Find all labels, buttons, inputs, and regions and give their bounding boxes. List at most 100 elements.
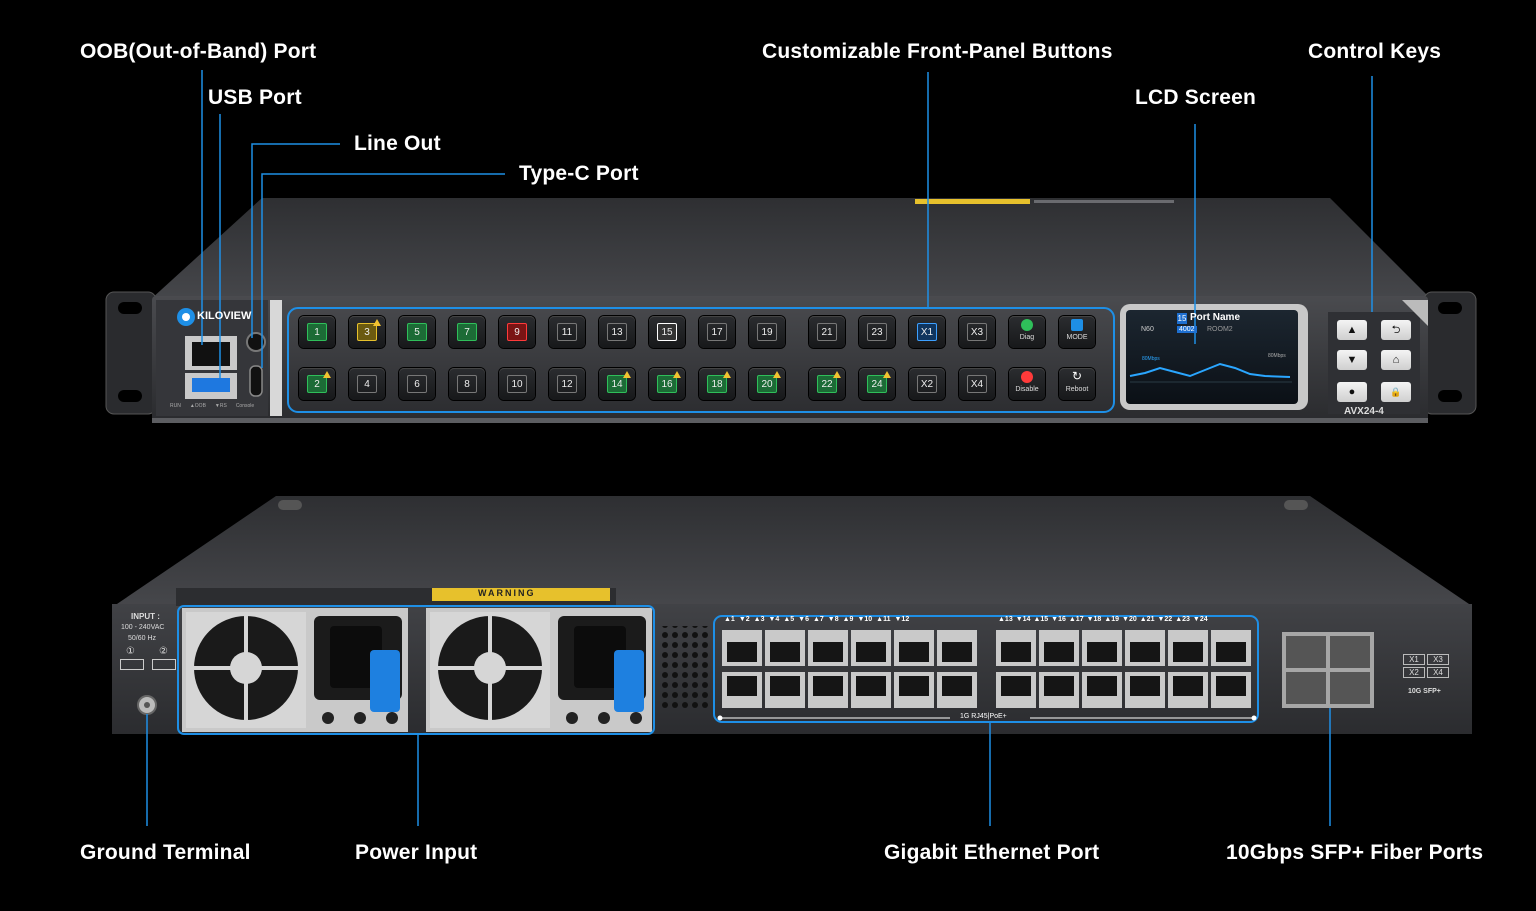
port-number-label: ▼8 — [827, 616, 839, 623]
vent-grille — [660, 626, 710, 712]
rj45-port-bank — [722, 630, 1251, 708]
port-button-21[interactable]: 21 — [809, 316, 845, 348]
port-button-9[interactable]: 9 — [499, 316, 535, 348]
port-button-24[interactable]: 24 — [859, 368, 895, 400]
callout-sfp-ports: 10Gbps SFP+ Fiber Ports — [1226, 841, 1484, 864]
port-labels-right: ▲13▼14▲15▼16▲17▼18▲19▼20▲21▼22▲23▼24 — [998, 616, 1208, 623]
port-button-x2[interactable]: X2 — [909, 368, 945, 400]
callout-ground-terminal: Ground Terminal — [80, 841, 251, 864]
port-button-8[interactable]: 8 — [449, 368, 485, 400]
down-key[interactable]: ▼ — [1337, 350, 1367, 370]
port-button-16[interactable]: 16 — [649, 368, 685, 400]
rj45-socket — [1044, 642, 1074, 662]
power-input-outline — [177, 605, 655, 735]
port-button-15[interactable]: 15 — [649, 316, 685, 348]
rj45-socket — [1130, 642, 1160, 662]
button-group-outline — [287, 307, 1115, 413]
back-key[interactable]: ⮌ — [1381, 320, 1411, 340]
warning-icon — [373, 319, 381, 326]
port-button-6[interactable]: 6 — [399, 368, 435, 400]
port-number-label: ▲19 — [1104, 616, 1120, 623]
port-button-19[interactable]: 19 — [749, 316, 785, 348]
reboot-icon: ↻ — [1071, 369, 1083, 383]
home-key[interactable]: ⌂ — [1381, 350, 1411, 370]
lcd-port-name: Port Name — [1190, 312, 1241, 323]
reboot-button[interactable]: ↻ Reboot — [1059, 368, 1095, 400]
up-key[interactable]: ▲ — [1337, 320, 1367, 340]
callout-oob-port: OOB(Out-of-Band) Port — [80, 40, 317, 63]
lcd-device: N60 — [1141, 326, 1154, 333]
port-button-label: 20 — [757, 375, 777, 393]
port-number-label: ▼16 — [1051, 616, 1066, 623]
rj45-socket — [727, 676, 757, 696]
rj45-socket — [1087, 642, 1117, 662]
warning-sticker — [432, 588, 610, 601]
lcd-screen-frame — [1120, 304, 1308, 410]
console-label: Console — [235, 403, 255, 409]
rj45-socket — [770, 642, 800, 662]
port-button-1[interactable]: 1 — [299, 316, 335, 348]
port-button-label: 18 — [707, 375, 727, 393]
warning-icon — [623, 371, 631, 378]
sfp-legend-x4: X4 — [1427, 667, 1449, 678]
port-button-3[interactable]: 3 — [349, 316, 385, 348]
ground-terminal-art — [137, 695, 157, 715]
rj45-socket — [813, 676, 843, 696]
callout-control-keys: Control Keys — [1308, 40, 1442, 63]
port-button-10[interactable]: 10 — [499, 368, 535, 400]
port-number-label: ▼22 — [1157, 616, 1173, 623]
port-button-label: 21 — [817, 323, 837, 341]
port-button-label: 23 — [867, 323, 887, 341]
front-io-area — [156, 300, 282, 416]
port-button-x4[interactable]: X4 — [959, 368, 995, 400]
port-button-11[interactable]: 11 — [549, 316, 585, 348]
port-button-label: 14 — [607, 375, 627, 393]
port-button-label: 24 — [867, 375, 887, 393]
port-button-12[interactable]: 12 — [549, 368, 585, 400]
callout-power-input: Power Input — [355, 841, 478, 864]
port-button-13[interactable]: 13 — [599, 316, 635, 348]
port-button-22[interactable]: 22 — [809, 368, 845, 400]
input-label: INPUT : — [131, 612, 160, 621]
lock-key[interactable]: 🔒 — [1381, 382, 1411, 402]
port-button-18[interactable]: 18 — [699, 368, 735, 400]
port-button-20[interactable]: 20 — [749, 368, 785, 400]
rj45-socket — [942, 676, 972, 696]
sfp-legend-x2: X2 — [1403, 667, 1425, 678]
rj45-socket — [899, 676, 929, 696]
diag-button[interactable]: Diag — [1009, 316, 1045, 348]
disable-button[interactable]: Disable — [1009, 368, 1045, 400]
port-number-label: ▲9 — [842, 616, 854, 623]
grid-icon — [1071, 319, 1083, 331]
port-button-label: X2 — [917, 375, 937, 393]
port-button-x1[interactable]: X1 — [909, 316, 945, 348]
rj45-socket — [856, 676, 886, 696]
rj45-socket — [899, 642, 929, 662]
port-button-4[interactable]: 4 — [349, 368, 385, 400]
port-button-2[interactable]: 2 — [299, 368, 335, 400]
port-button-17[interactable]: 17 — [699, 316, 735, 348]
port-button-label: 16 — [657, 375, 677, 393]
warning-icon — [323, 371, 331, 378]
ok-key[interactable]: ● — [1337, 382, 1367, 402]
rj45-socket — [942, 642, 972, 662]
warning-icon — [883, 371, 891, 378]
mode-button[interactable]: MODE — [1059, 316, 1095, 348]
run-label: RUN — [170, 403, 181, 409]
callout-usb-port: USB Port — [208, 86, 302, 109]
rj45-socket — [1130, 676, 1160, 696]
sfp-legend: X1 X3 X2 X4 — [1403, 654, 1451, 678]
port-number-label: ▲11 — [876, 616, 891, 623]
port-button-5[interactable]: 5 — [399, 316, 435, 348]
port-button-14[interactable]: 14 — [599, 368, 635, 400]
back-icon: ⮌ — [1391, 324, 1401, 336]
port-button-x3[interactable]: X3 — [959, 316, 995, 348]
rj45-socket — [856, 642, 886, 662]
port-button-7[interactable]: 7 — [449, 316, 485, 348]
port-button-23[interactable]: 23 — [859, 316, 895, 348]
port-number-label: ▼6 — [798, 616, 809, 623]
port-number-label: ▲1 — [724, 616, 735, 623]
port-button-label: 22 — [817, 375, 837, 393]
lcd-room: ROOM2 — [1207, 326, 1233, 333]
rj45-socket — [1173, 642, 1203, 662]
